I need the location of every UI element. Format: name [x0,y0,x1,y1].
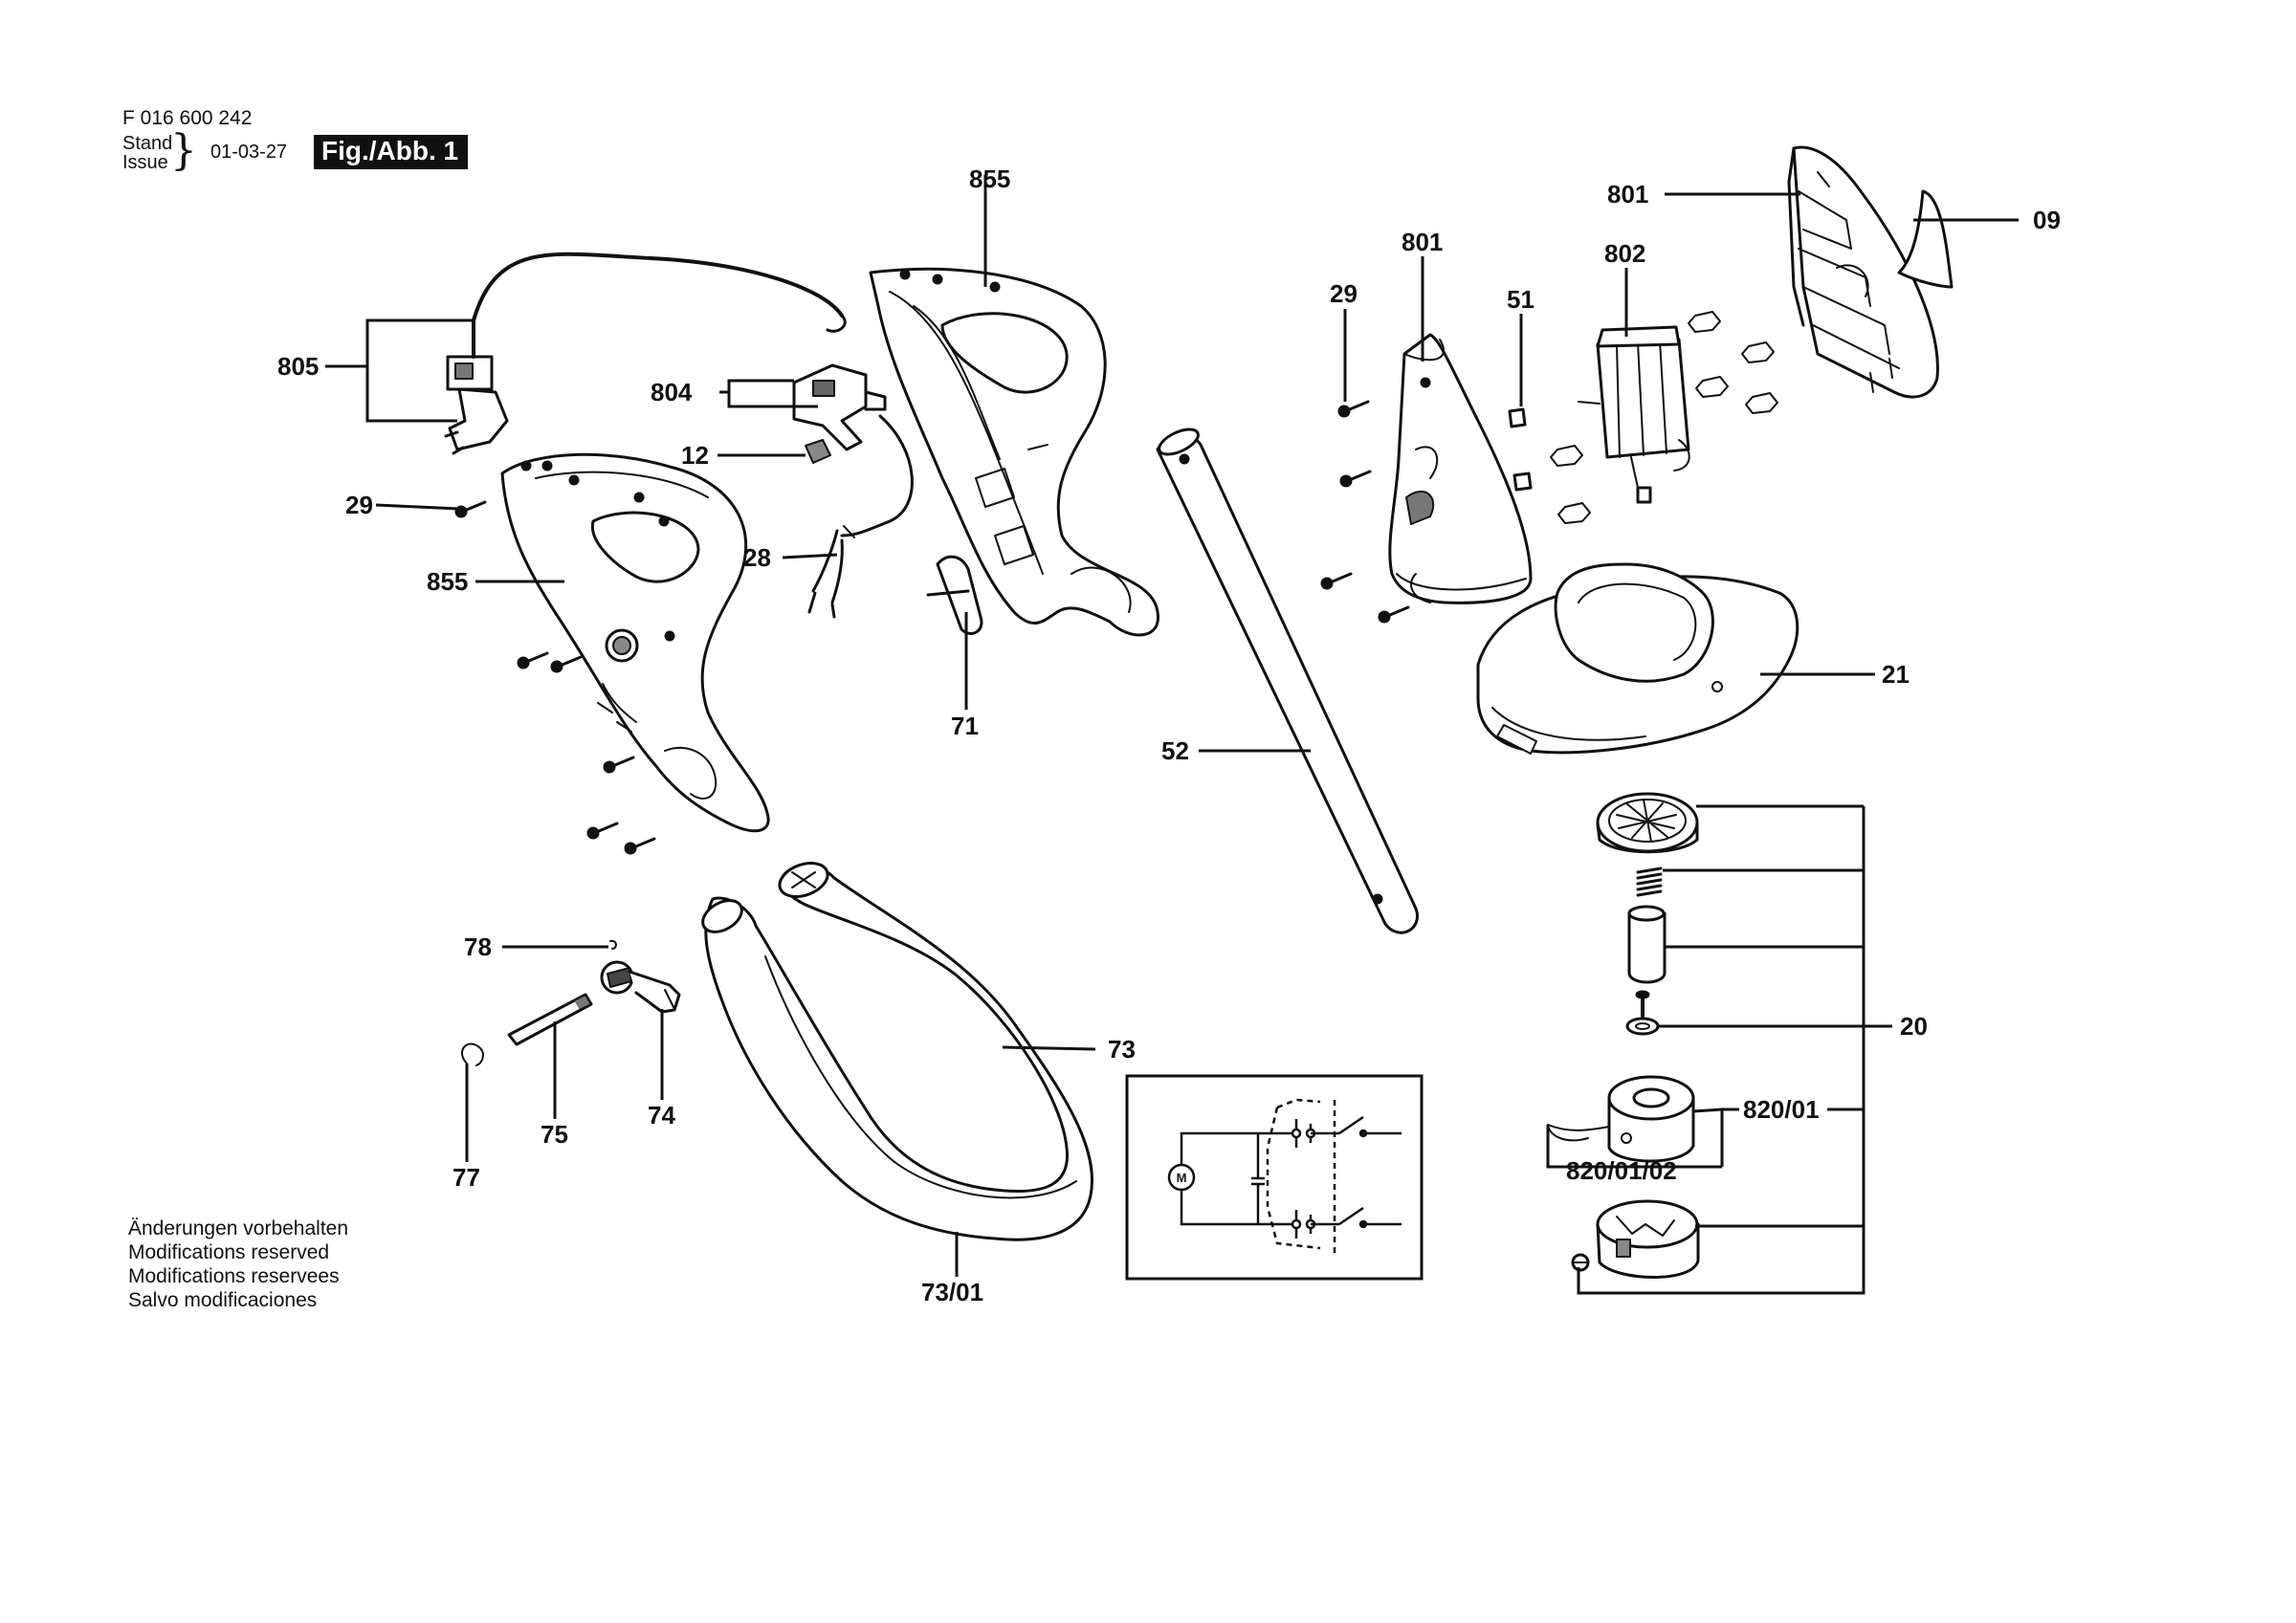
stand-label: Stand [122,133,173,154]
issue-date: 01-03-27 [210,142,288,163]
part-housing-half-855-right [869,267,1159,637]
callout-804: 804 [651,378,693,406]
part-tube-52 [1156,428,1419,934]
callout-78: 78 [464,932,492,961]
screw-left-d [586,822,619,840]
screw-mid-c [1378,605,1410,624]
callout-73: 73 [1108,1035,1136,1064]
callout-77: 77 [453,1163,480,1192]
part-spring [1636,866,1663,897]
part-small-hex-pieces [1550,311,1778,524]
part-clip-77 [461,1042,484,1066]
callout-28: 28 [743,543,771,572]
screw-left-b [550,655,583,673]
part-motor-housing-801-mid [1388,333,1533,604]
callout-801-top: 801 [1607,180,1648,208]
callout-09: 09 [2033,206,2061,234]
callout-29-left: 29 [345,491,373,519]
part-knob-74 [600,960,681,1014]
part-screw-washer [1625,990,1660,1036]
part-motor-housing-801-right [1787,145,1939,399]
part-pin-78 [609,939,617,950]
screw-left-e [624,837,656,855]
callout-73-01: 73/01 [921,1278,983,1306]
part-clip-71 [926,555,983,635]
issue-label: Issue [122,152,168,173]
brace-glyph: } [170,126,197,175]
motor-letter: M [1177,1171,1187,1185]
part-handle-73 [701,862,1093,1241]
schematic-frame [1125,1074,1424,1281]
screw-29-left [454,500,487,518]
callout-801-mid: 801 [1402,228,1443,256]
callout-805: 805 [277,352,319,381]
callout-52: 52 [1161,736,1189,765]
leader-lines [325,175,2019,1295]
callout-29-mid: 29 [1330,279,1358,308]
callout-820-01-02: 820/01/02 [1566,1156,1677,1185]
figure-label: Fig./Abb. 1 [314,135,469,169]
callout-20: 20 [1900,1012,1928,1041]
screw-29-mid [1337,400,1370,418]
part-fan-wheel [1596,792,1699,854]
part-brush-51 [1508,407,1533,492]
part-bushing [1627,905,1667,984]
note-en: Modifications reserved [128,1241,330,1263]
callout-51: 51 [1507,285,1534,314]
part-wires-28 [807,414,914,619]
part-motor-802 [1578,325,1690,504]
wiring-schematic: M [1125,1074,1424,1281]
callout-820-01: 820/01 [1743,1095,1820,1124]
screw-left-a [517,651,549,669]
part-housing-half-855-left [500,452,770,833]
part-switch-804 [792,363,887,451]
callout-labels: 855 855 805 804 12 29 28 71 801 801 09 8… [277,164,2061,1306]
callout-12: 12 [681,441,709,470]
modification-notes: Änderungen vorbehalten Modifications res… [128,1217,348,1312]
callout-21: 21 [1882,660,1910,689]
callout-75: 75 [541,1120,568,1149]
screw-mid-a [1339,470,1372,488]
callout-855-left: 855 [427,567,468,596]
note-es: Salvo modificaciones [128,1289,318,1311]
callout-71: 71 [951,712,979,740]
screw-mid-b [1320,572,1353,590]
part-cable-plug-805 [444,252,847,455]
part-12 [805,439,831,464]
note-de: Änderungen vorbehalten [128,1217,349,1239]
document-number: F 016 600 242 [122,107,253,129]
part-cover-09 [1897,189,1954,289]
part-bolt-75 [507,993,593,1046]
part-spool-820-01 [1547,1075,1695,1163]
callout-802: 802 [1604,239,1645,268]
part-spool-cap [1571,1199,1700,1279]
stand-issue-labels: Stand Issue [122,134,172,172]
callout-855-top: 855 [969,164,1010,193]
screw-left-c [603,756,635,774]
part-guard-21 [1476,562,1799,755]
callout-74: 74 [648,1101,675,1130]
note-fr: Modifications reservees [128,1265,340,1287]
